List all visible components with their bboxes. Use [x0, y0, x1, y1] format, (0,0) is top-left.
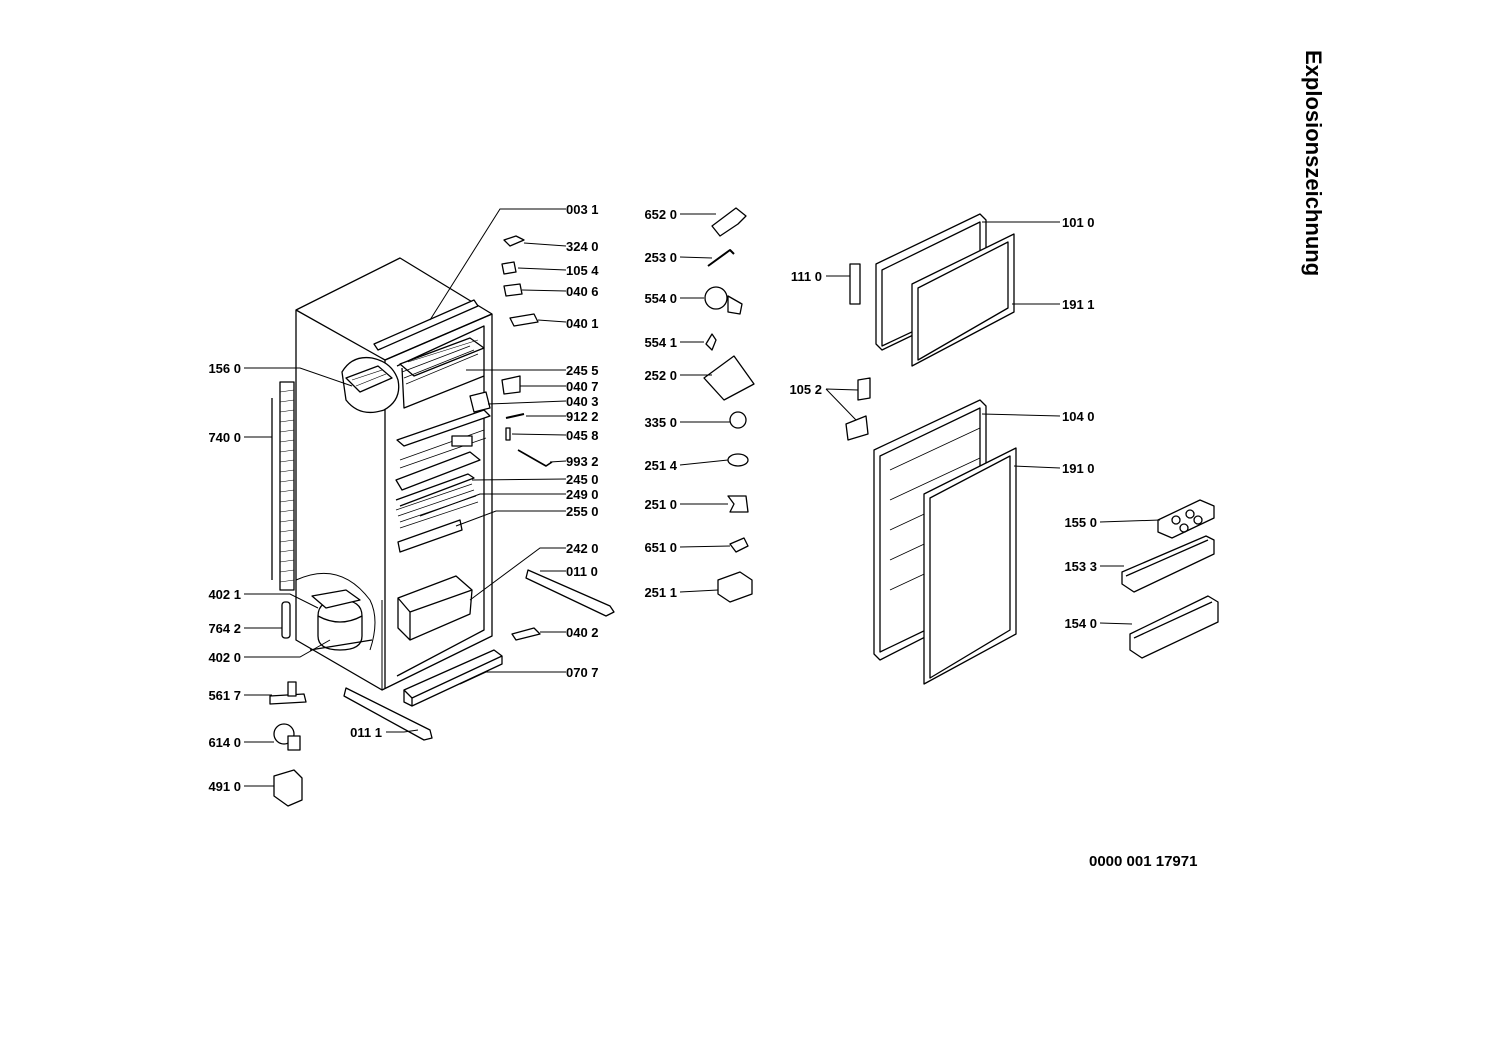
callout-156-0: 156 0 [208, 361, 241, 376]
callout-554-1: 554 1 [644, 335, 677, 350]
callout-614-0: 614 0 [208, 735, 241, 750]
callout-651-0: 651 0 [644, 540, 677, 555]
part-040-7 [501, 375, 521, 395]
callout-561-7: 561 7 [208, 688, 241, 703]
fridge-cabinet [295, 257, 493, 691]
callout-242-0: 242 0 [566, 541, 599, 556]
freezer-door [849, 213, 1015, 367]
part-324-0 [503, 235, 525, 247]
fridge-door [845, 377, 1017, 685]
evaporator-detail [341, 356, 400, 414]
callout-105-2: 105 2 [789, 382, 822, 397]
callout-105-4: 105 4 [566, 263, 599, 278]
callout-104-0: 104 0 [1062, 409, 1095, 424]
callout-251-0: 251 0 [644, 497, 677, 512]
bottom-rail [403, 649, 503, 707]
callout-554-0: 554 0 [644, 291, 677, 306]
callout-011-0: 011 0 [566, 564, 598, 579]
callout-111-0: 111 0 [790, 269, 822, 284]
document-number: 0000 001 17971 [1089, 853, 1198, 870]
callout-251-4: 251 4 [644, 458, 677, 473]
part-651-0 [729, 537, 749, 553]
callout-045-8: 045 8 [566, 428, 599, 443]
callout-993-2: 993 2 [566, 454, 599, 469]
part-251-1 [717, 571, 753, 603]
part-491-0 [273, 769, 303, 807]
callout-155-0: 155 0 [1064, 515, 1097, 530]
callout-402-0: 402 0 [208, 650, 241, 665]
callout-070-7: 070 7 [566, 665, 599, 680]
callout-011-1: 011 1 [350, 725, 382, 740]
callout-335-0: 335 0 [644, 415, 677, 430]
part-105-2 [845, 415, 869, 441]
part-251-0 [727, 495, 749, 513]
filter-drier [281, 601, 291, 639]
part-253-0 [707, 249, 735, 267]
callout-251-1: 251 1 [644, 585, 677, 600]
page-title-text: Explosionszeichnung [1301, 50, 1326, 277]
callout-912-2: 912 2 [566, 409, 599, 424]
callout-101-0: 101 0 [1062, 215, 1095, 230]
part-045-8 [505, 427, 511, 441]
part-040-1 [509, 313, 539, 327]
door-shelf-154-0 [1129, 595, 1219, 659]
callout-245-5: 245 5 [566, 363, 599, 378]
callout-003-1: 003 1 [566, 202, 599, 217]
part-652-0 [711, 207, 747, 237]
callout-740-0: 740 0 [208, 430, 241, 445]
part-251-4 [727, 453, 749, 467]
callout-245-0: 245 0 [566, 472, 599, 487]
part-111-0 [849, 263, 861, 305]
callout-252-0: 252 0 [644, 368, 677, 383]
callout-652-0: 652 0 [644, 207, 677, 222]
callout-491-0: 491 0 [208, 779, 241, 794]
callout-191-1: 191 1 [1062, 297, 1095, 312]
egg-tray [1157, 499, 1215, 539]
callout-040-7: 040 7 [566, 379, 599, 394]
callout-249-0: 249 0 [566, 487, 599, 502]
part-993-2 [517, 449, 553, 467]
callout-764-2: 764 2 [208, 621, 241, 636]
callout-253-0: 253 0 [644, 250, 677, 265]
part-912-2 [505, 413, 525, 419]
part-040-2 [511, 627, 541, 641]
page-title: Explosionszeichnung [1301, 50, 1326, 330]
part-554-0 [704, 286, 728, 310]
callout-255-0: 255 0 [566, 504, 599, 519]
part-040-6 [503, 283, 523, 297]
callout-153-3: 153 3 [1064, 559, 1097, 574]
condenser-coil [271, 381, 295, 591]
rail-011-0 [525, 569, 615, 617]
part-040-3 [469, 391, 491, 413]
callout-324-0: 324 0 [566, 239, 599, 254]
callout-191-0: 191 0 [1062, 461, 1095, 476]
part-105-4 [501, 261, 517, 275]
compressor [309, 589, 373, 651]
door-shelf-153-3 [1121, 535, 1215, 593]
callout-040-1: 040 1 [566, 316, 599, 331]
part-554-1 [705, 333, 717, 351]
rail-011-1 [343, 687, 433, 741]
callout-402-1: 402 1 [208, 587, 241, 602]
part-252-0 [703, 355, 755, 401]
callout-040-3: 040 3 [566, 394, 599, 409]
callout-040-6: 040 6 [566, 284, 599, 299]
callout-154-0: 154 0 [1064, 616, 1097, 631]
callout-040-2: 040 2 [566, 625, 599, 640]
part-335-0 [729, 411, 747, 429]
